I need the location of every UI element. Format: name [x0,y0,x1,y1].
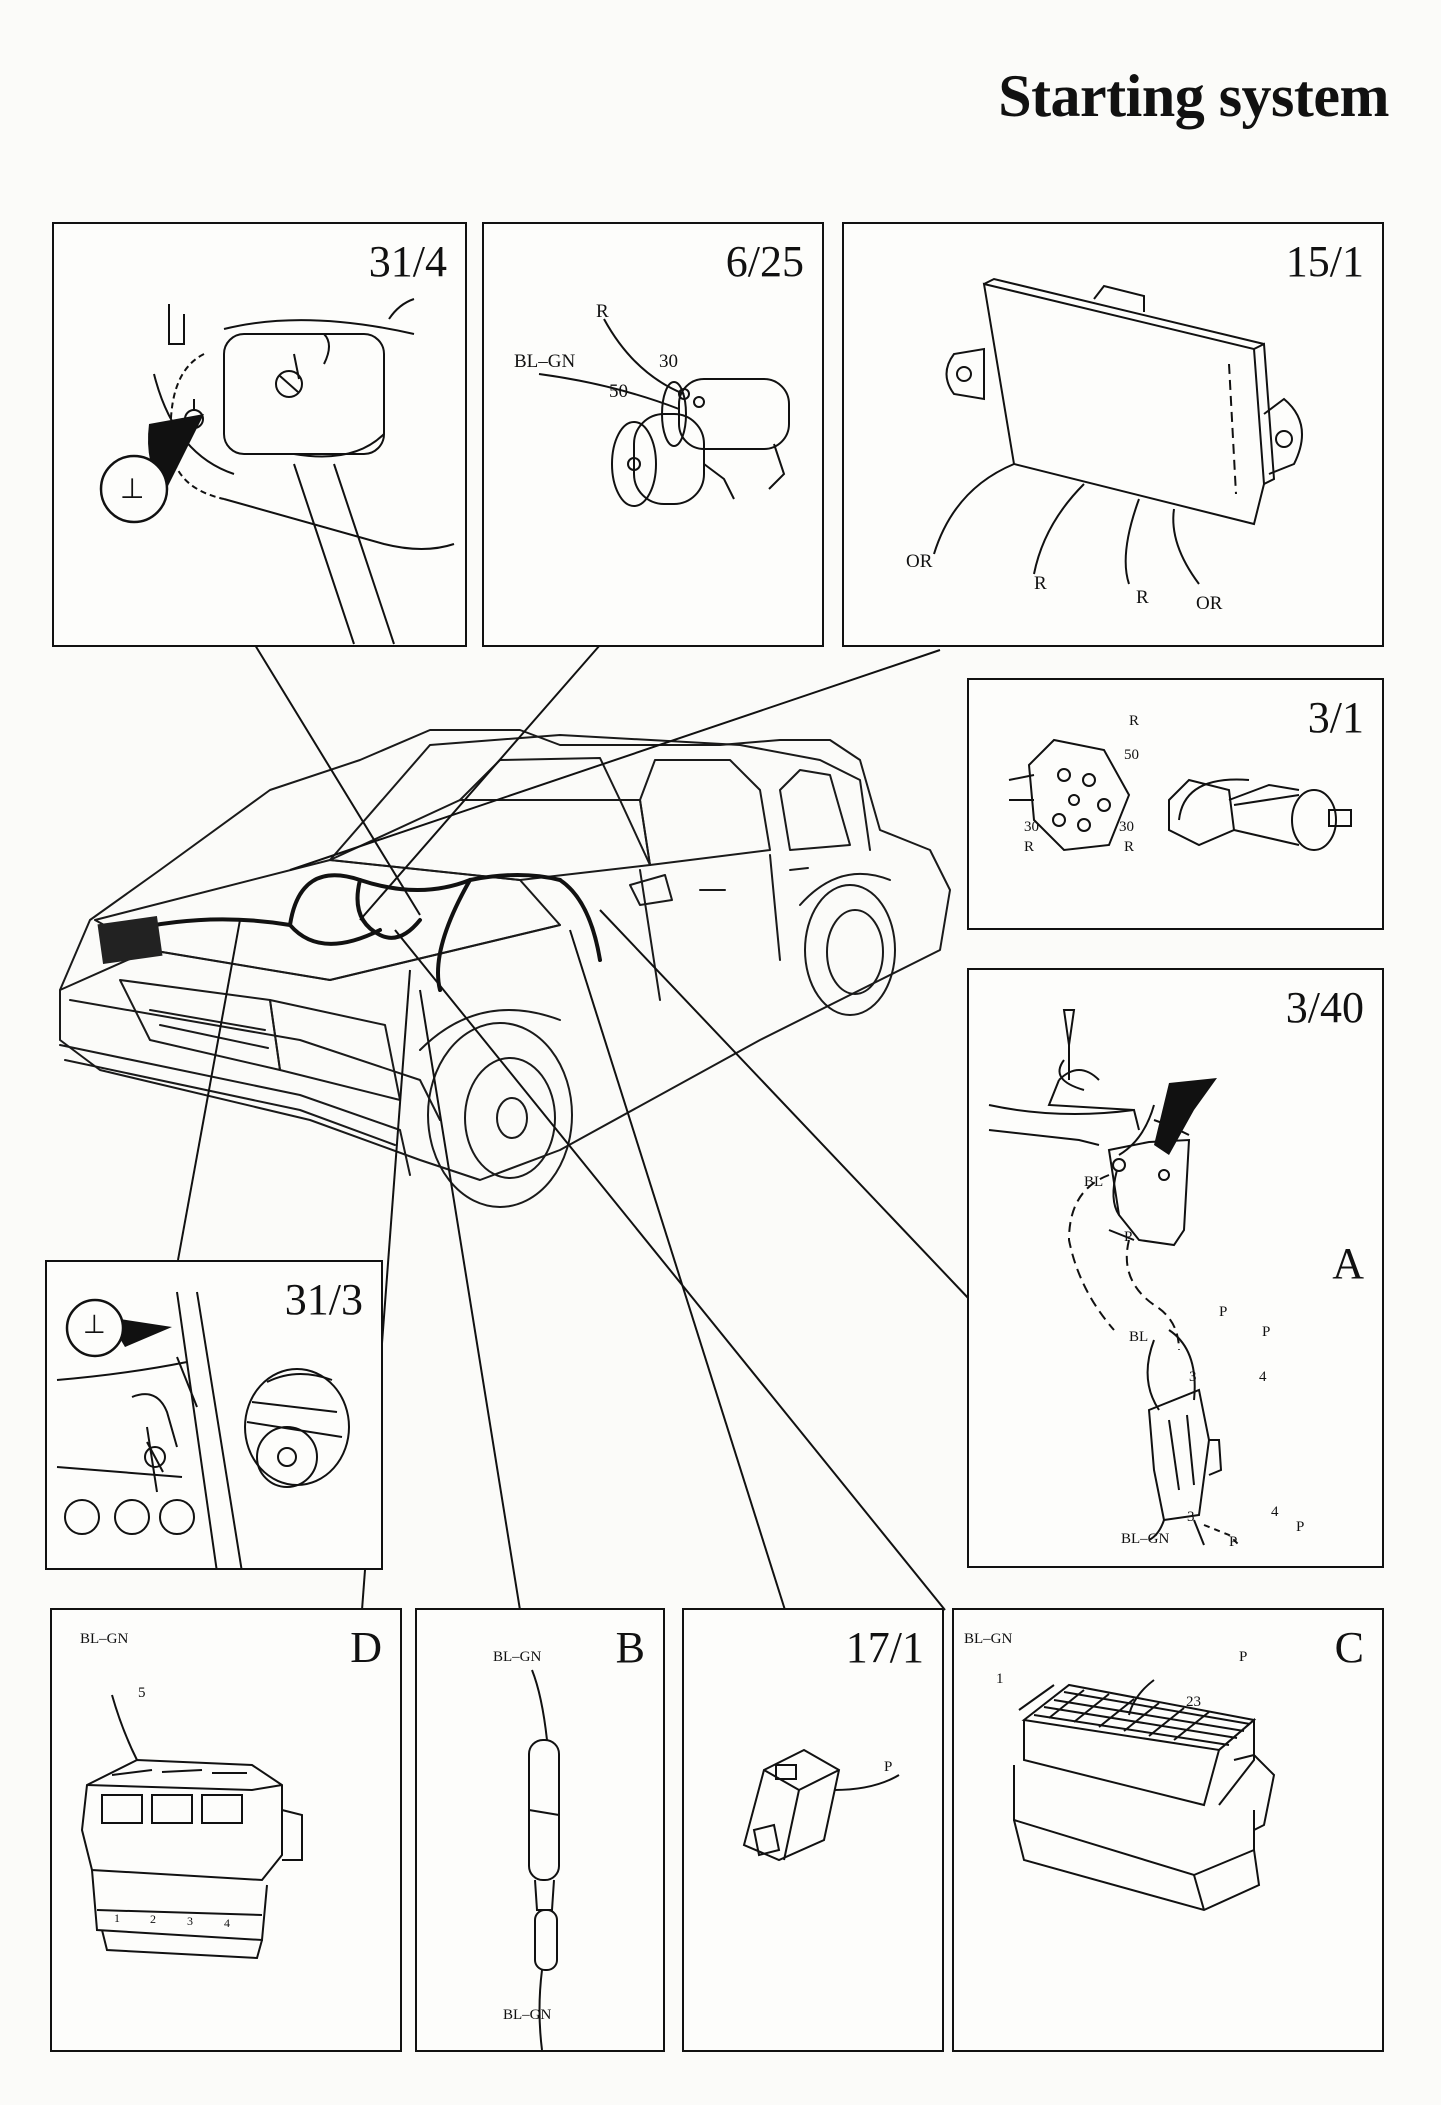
gear-selector-illustration [988,1009,1240,1546]
terminal-3-bottom-label: 3 [1187,1509,1195,1525]
wire-label-r: R [596,301,609,322]
connector-d-illustration [80,1694,303,1960]
panel-id: 3/40 [1285,983,1364,1032]
panel-15-1: 15/1 OR R R OR [842,222,1384,647]
wire-label-or-2: OR [1196,593,1223,614]
terminal-1-label: 1 [996,1671,1004,1687]
wire-label-r-1: R [1034,573,1047,594]
wire-label-bl-gn: BL–GN [514,351,576,372]
panel-id: 15/1 [1285,237,1364,286]
terminal-30-left-label: 30 [1024,819,1039,835]
ignition-switch-illustration [1008,738,1352,852]
panel-sub-id: A [1332,1239,1364,1288]
wire-label-p-5: P [1296,1519,1305,1535]
ground-symbol: ⊥ [83,1310,106,1339]
panel-b: B BL–GN BL–GN [415,1608,665,2052]
wire-label-p-3: P [1262,1324,1271,1340]
page-title: Starting system [998,63,1389,129]
terminal-30-label: 30 [659,351,678,372]
panel-id: 17/1 [845,1623,924,1672]
panel-31-4: 31/4 ⊥ [52,222,467,647]
wire-label-p-2: P [1219,1304,1228,1320]
terminal-3-top-label: 3 [1189,1369,1197,1385]
terminal-5-label: 5 [138,1685,146,1701]
wire-label-p-1: P [1124,1229,1133,1245]
connector-17-1-illustration [742,1748,900,1862]
pin-4-label: 4 [224,1916,230,1930]
alternator-ground-illustration [56,1291,350,1568]
wire-label-bl-2: BL [1129,1329,1149,1345]
wire-label-bl-gn-top: BL–GN [493,1649,542,1665]
wire-label-r-right: R [1124,839,1135,855]
wire-label-bl-1: BL [1084,1174,1104,1190]
wire-label-bl-gn: BL–GN [964,1631,1013,1647]
pin-2-label: 2 [150,1912,156,1926]
terminal-30-right-label: 30 [1119,819,1134,835]
wire-label-r-2: R [1136,587,1149,608]
terminal-4-bottom-label: 4 [1271,1504,1279,1520]
panel-17-1: 17/1 P [682,1608,944,2052]
wire-label-p: P [1239,1649,1248,1665]
panel-id: B [615,1623,645,1672]
pin-3-label: 3 [187,1914,193,1928]
wire-label-r-top: R [1129,713,1140,729]
starter-ground-illustration [99,298,455,645]
panel-id: 31/3 [284,1275,363,1324]
panel-31-3: 31/3 ⊥ [45,1260,383,1570]
wire-label-p-4: P [1229,1534,1238,1550]
wire-label-r-left: R [1024,839,1035,855]
connector-b-illustration [528,1669,560,2050]
relay-module-illustration [933,277,1303,585]
panel-id: 31/4 [368,237,447,286]
panel-6-25: 6/25 R 30 BL–GN 50 [482,222,824,647]
panel-id: 6/25 [725,237,804,286]
ground-symbol: ⊥ [120,474,145,505]
wire-label-bl-gn: BL–GN [80,1631,129,1647]
panel-3-1: 3/1 R 50 30 R 30 R [967,678,1384,930]
wire-label-p: P [884,1759,893,1775]
starter-motor-illustration [538,318,790,507]
wire-label-bl-gn: BL–GN [1121,1531,1170,1547]
panel-id: D [350,1623,382,1672]
wire-label-bl-gn-bottom: BL–GN [503,2007,552,2023]
panel-d: D BL–GN 5 1 2 3 4 [50,1608,402,2052]
connector-c-illustration [1013,1679,1276,1912]
panel-id: C [1334,1623,1364,1672]
terminal-23-label: 23 [1186,1694,1201,1710]
pin-1-label: 1 [114,1911,120,1925]
panel-3-40: 3/40 A BL P P P BL 3 4 3 4 BL–GN P P [967,968,1384,1568]
terminal-50-label: 50 [609,381,628,402]
terminal-50-label: 50 [1124,747,1139,763]
terminal-4-top-label: 4 [1259,1369,1267,1385]
panel-c: C BL–GN 1 P 23 [952,1608,1384,2052]
wire-label-or-1: OR [906,551,933,572]
panel-id: 3/1 [1307,693,1364,742]
